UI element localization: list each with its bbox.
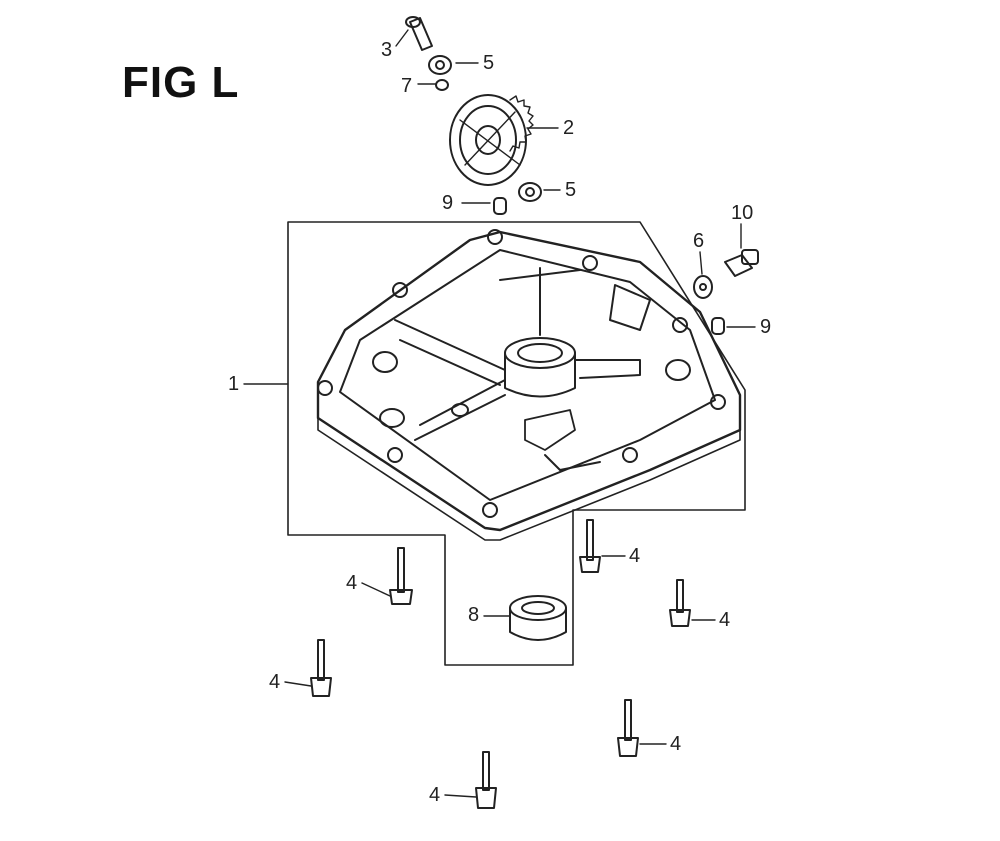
callout-5-top: 5 [483,52,495,74]
bolt-part-4-b [579,519,601,573]
bolt-part-4-d [310,639,332,697]
bolt-part-4-f [475,751,497,809]
callout-4-f: 4 [429,784,441,806]
callout-8: 8 [468,604,480,626]
callout-1: 1 [228,373,240,395]
crankcase-cover [316,229,742,541]
bolt-part-4-a [389,547,413,605]
leader-lines [243,29,756,798]
figure-title: FIG L [122,58,240,107]
callout-6: 6 [693,230,705,252]
callout-2: 2 [563,117,575,139]
washer-part-5-lower [518,182,542,202]
callout-7: 7 [401,75,413,97]
callout-9-right: 9 [760,316,772,338]
callout-4-d: 4 [269,671,281,693]
callout-5-lower: 5 [565,179,577,201]
washer-part-5-top [428,55,452,75]
callout-4-a: 4 [346,572,358,594]
callout-3: 3 [381,39,393,61]
bolt-part-4-e [617,699,639,757]
governor-gear-part-2 [449,94,534,186]
bolt-part-3 [405,16,433,51]
callout-4-e: 4 [670,733,682,755]
dowel-part-9-left [493,197,507,215]
bolt-part-4-c [669,579,691,627]
plug-part-10 [724,249,759,277]
callout-9-left: 9 [442,192,454,214]
callout-4-c: 4 [719,609,731,631]
oil-seal-part-8 [509,595,567,641]
pin-part-7 [435,79,449,91]
dowel-part-9-right [711,317,725,335]
callout-4-b: 4 [629,545,641,567]
washer-part-6 [693,275,713,299]
callout-10: 10 [731,202,754,224]
